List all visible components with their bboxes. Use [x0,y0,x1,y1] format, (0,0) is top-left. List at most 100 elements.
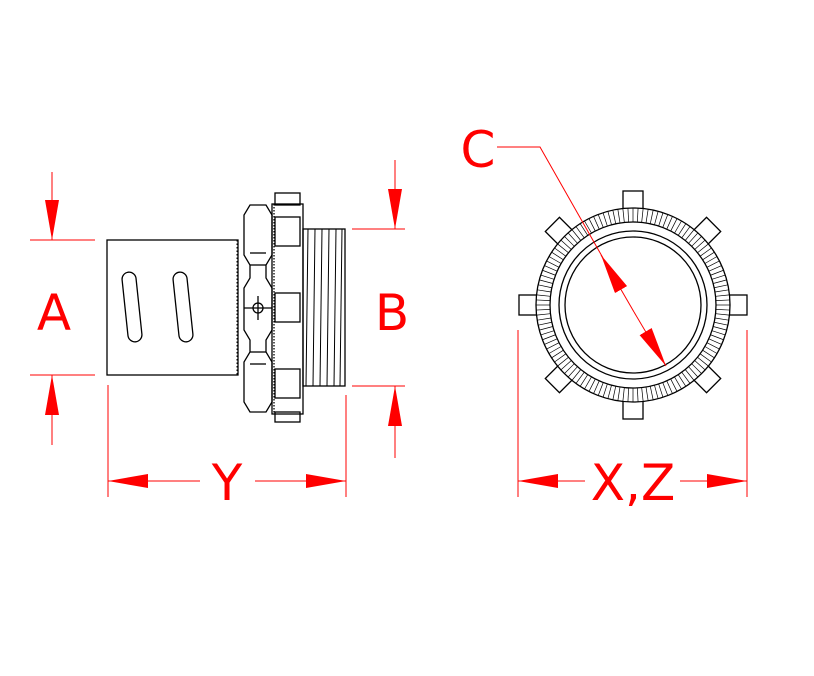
knurl-line [622,208,625,223]
knurl-line [711,274,726,280]
knurl-line [571,229,582,241]
knurl-line [538,321,552,326]
knurl-line [539,326,553,331]
knurl-line [540,274,555,280]
label-y: Y [211,454,243,512]
label-xz: X,Z [591,454,675,512]
knurl-line [612,386,617,400]
knurl-line [602,383,608,398]
knurl-line [564,236,575,247]
knurl-line [597,382,604,396]
knurl-line [697,243,709,254]
sleeve-body [106,239,239,376]
knurl-line [702,251,715,261]
knurl-line [612,210,617,224]
knurl-line [710,334,724,341]
knurl-line [537,317,552,321]
knurl-line [548,256,562,264]
knurl-line [681,226,691,239]
knurl-line [715,294,730,297]
knurl-line [649,210,654,224]
knurl-line [584,220,592,234]
knurl-line [546,342,560,350]
knurl-line [554,247,567,257]
knurl-line [554,353,567,363]
knurl-line [670,218,678,232]
knurl-line [636,387,639,402]
knurl-line [588,378,596,392]
knurl-line [694,360,706,371]
knurl-line [557,356,569,367]
knurl-line [715,308,730,311]
knurl-line [666,380,673,394]
knurl-line [674,376,682,390]
dimension-labels: A B C Y X,Z [37,121,675,512]
knurl-line [674,220,682,234]
knurl-line [699,353,712,363]
knurl-line [567,232,578,244]
knurl-line [579,374,589,387]
knurl-line [649,386,654,400]
knurl-line [677,374,687,387]
knurl-line [551,251,564,261]
knurl-line [654,385,659,399]
knurl-line [627,387,630,402]
knurl-line [571,369,582,381]
knurl-line [688,366,699,378]
knurl-line [684,229,695,241]
knurl-line [579,223,589,236]
knurl-line [575,226,585,239]
knurl-line [617,386,621,401]
bore-circle [564,236,702,374]
knurl-line [677,223,687,236]
knurl-line [715,313,730,316]
knurl-line [710,269,724,276]
knurl-line [704,256,718,264]
knurl-line [706,342,720,350]
knurl-line [681,371,691,384]
knurl-line [544,338,558,345]
knurl-line [622,387,625,402]
knurl-line [641,208,644,223]
knurl-line [697,356,709,367]
side-view [106,192,346,423]
knurl-line [548,346,562,354]
knurl-line [699,247,712,257]
knurl-line [536,294,551,297]
knurl-line [713,279,727,284]
knurl-line [551,349,564,359]
knurl-line [645,209,649,224]
end-view [518,190,748,420]
knurl-line [584,376,592,390]
knurl-line [557,243,569,254]
knurl-line [560,239,572,250]
knurl-line [575,371,585,384]
knurl-line [546,260,560,268]
knurl-line [715,299,730,302]
locknut [271,203,304,415]
label-b: B [375,284,409,342]
knurl-line [714,321,728,326]
knurl-line [540,330,555,336]
knurl-line [641,387,644,402]
knurl-line [588,218,596,232]
thread [302,228,346,387]
knurl-line [542,334,556,341]
knurl-line [597,214,604,228]
knurl-line [670,378,678,392]
knurl-line [714,317,729,321]
knurl-line [627,208,630,223]
knurl-line [538,284,552,289]
knurl-line [691,236,702,247]
knurl-line [662,214,669,228]
knurl-line [607,385,612,399]
label-a: A [37,284,71,342]
knurl-line [684,369,695,381]
knurl-line [539,279,553,284]
slot [121,271,143,343]
knurl-line [544,265,558,272]
dimension-lines [30,146,748,497]
knurl-line [602,212,608,227]
